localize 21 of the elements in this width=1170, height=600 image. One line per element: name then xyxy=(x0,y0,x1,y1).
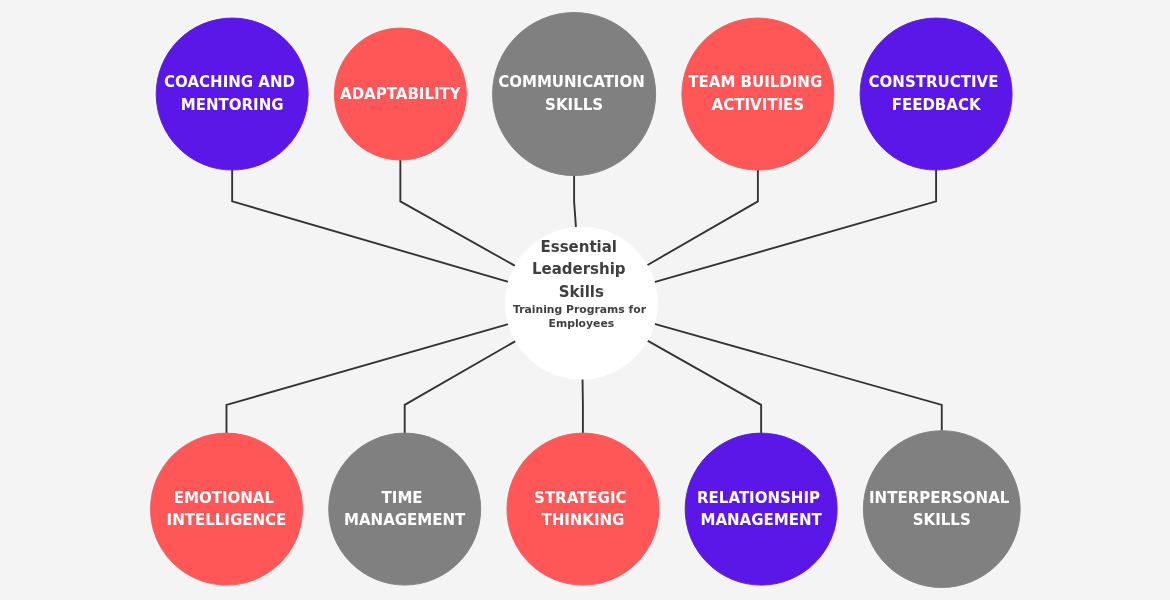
node-circle: COACHING AND MENTORING xyxy=(155,17,309,171)
connector xyxy=(230,169,509,283)
connector xyxy=(653,322,943,432)
connector xyxy=(225,323,509,435)
node-circle: TEAM BUILDING ACTIVITIES xyxy=(681,17,834,171)
node-circle: INTERPERSONAL SKILLS xyxy=(862,430,1021,588)
node-circle: Essential Leadership Skills Training Programs for Employees xyxy=(504,226,658,380)
connector xyxy=(403,340,517,435)
connector xyxy=(399,159,516,267)
connector xyxy=(572,174,577,229)
connector xyxy=(581,378,584,435)
connector xyxy=(653,169,937,284)
node-circle: ADAPTABILITY xyxy=(333,27,467,161)
node-circle: EMOTIONAL INTELLIGENCE xyxy=(149,432,303,586)
connector xyxy=(646,339,762,435)
connector xyxy=(645,169,759,267)
node-circle: CONSTRUCTIVE FEEDBACK xyxy=(859,17,1013,171)
node-circle: TIME MANAGEMENT xyxy=(327,432,481,586)
node-circle: COMMUNICATION SKILLS xyxy=(491,12,656,177)
node-circle: STRATEGIC THINKING xyxy=(506,432,659,586)
node-circle: RELATIONSHIP MANAGEMENT xyxy=(684,432,838,586)
